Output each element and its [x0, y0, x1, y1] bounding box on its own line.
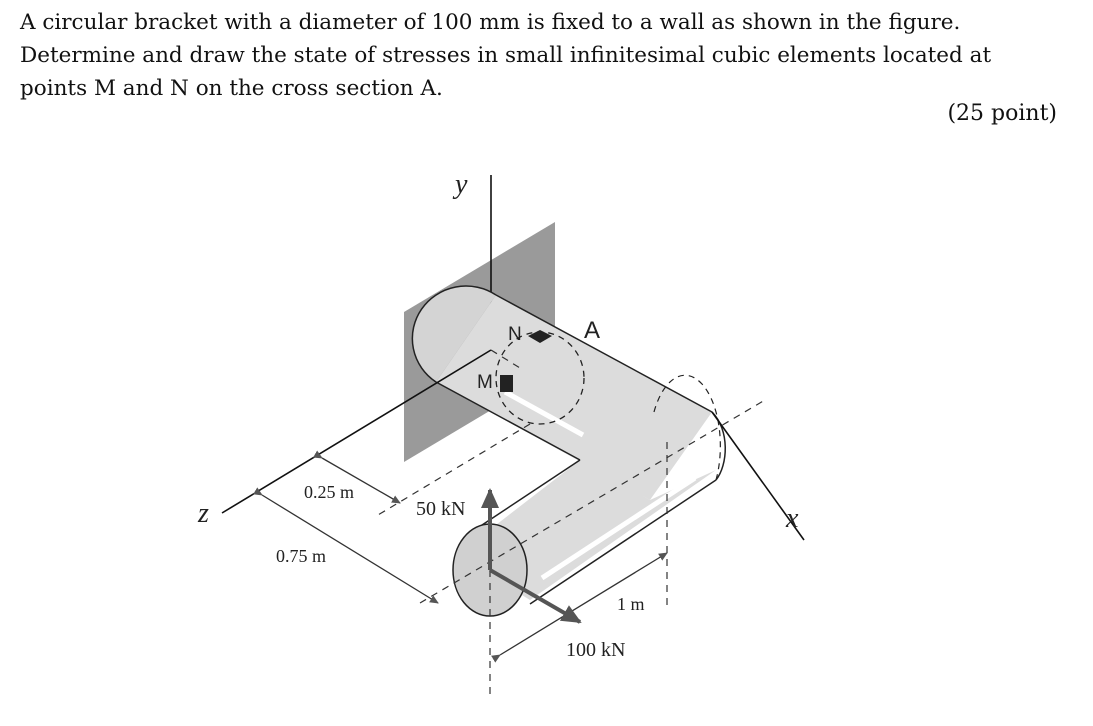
force-100-label: 100 kN [566, 639, 625, 661]
problem-line-2: Determine and draw the state of stresses… [20, 43, 992, 68]
problem-statement: A circular bracket with a diameter of 10… [20, 6, 1070, 105]
problem-line-1: A circular bracket with a diameter of 10… [20, 10, 961, 35]
force-100-arrow [488, 568, 582, 624]
z-axis [221, 349, 492, 514]
problem-line-3: points M and N on the cross section A. [20, 76, 443, 101]
point-m-marker [500, 375, 513, 392]
dim-075-label: 0.75 m [276, 546, 326, 566]
force-50-label: 50 kN [416, 498, 465, 520]
axis-x-label: x [785, 503, 799, 534]
axis-z-label: z [197, 498, 209, 529]
x-axis [711, 411, 805, 541]
axis-y-label: y [452, 169, 468, 200]
dim-025-label: 0.25 m [304, 482, 354, 502]
bracket-segment-1 [411, 285, 713, 500]
dim-1-label: 1 m [617, 594, 645, 614]
section-a-label: A [584, 317, 600, 344]
point-m-label: M [477, 372, 493, 393]
points-label: (25 point) [947, 101, 1057, 126]
dimension-lines [253, 450, 668, 663]
point-n-label: N [508, 324, 522, 345]
point-n-marker [528, 330, 552, 343]
